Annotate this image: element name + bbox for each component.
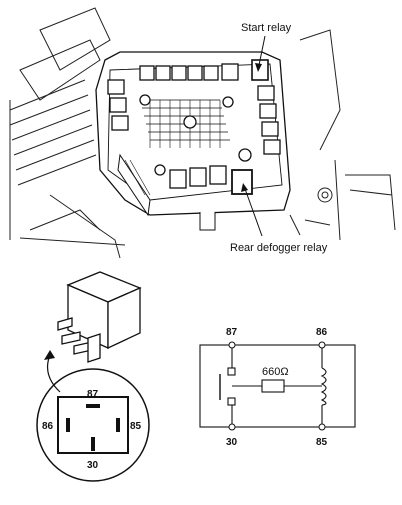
pin-87-terminal	[86, 404, 100, 408]
rear-defogger-relay-leader	[243, 185, 263, 237]
schematic-label-87: 87	[226, 327, 238, 338]
schematic-terminal-dots	[228, 341, 326, 431]
callout-arrowheads	[241, 63, 262, 192]
rotate-arrowhead	[44, 350, 55, 360]
schematic-label-86: 86	[316, 327, 328, 338]
pinout-label-87: 87	[87, 389, 99, 400]
engine-bay-background	[9, 7, 396, 259]
pinout-label-30: 30	[87, 460, 99, 471]
relay-3d-illustration	[57, 271, 142, 363]
start-relay-label: Start relay	[241, 22, 292, 34]
rear-defogger-relay-label: Rear defogger relay	[230, 242, 328, 254]
resistor-symbol	[261, 379, 285, 393]
pinout-label-86: 86	[42, 421, 54, 432]
schematic-border	[199, 344, 356, 428]
schematic-label-30: 30	[226, 437, 238, 448]
pin-85-terminal	[116, 418, 120, 432]
pin-30-terminal	[91, 437, 95, 451]
schematic-label-85: 85	[316, 437, 328, 448]
rotate-arrow	[47, 354, 61, 393]
resistor-value: 660Ω	[262, 366, 289, 378]
pinout-label-85: 85	[130, 421, 142, 432]
pin-86-terminal	[66, 418, 70, 432]
pinout-circle	[36, 368, 150, 482]
relay-schematic	[199, 344, 356, 428]
fuse-relay-box	[95, 51, 291, 231]
relay-pinout-view	[36, 368, 150, 482]
